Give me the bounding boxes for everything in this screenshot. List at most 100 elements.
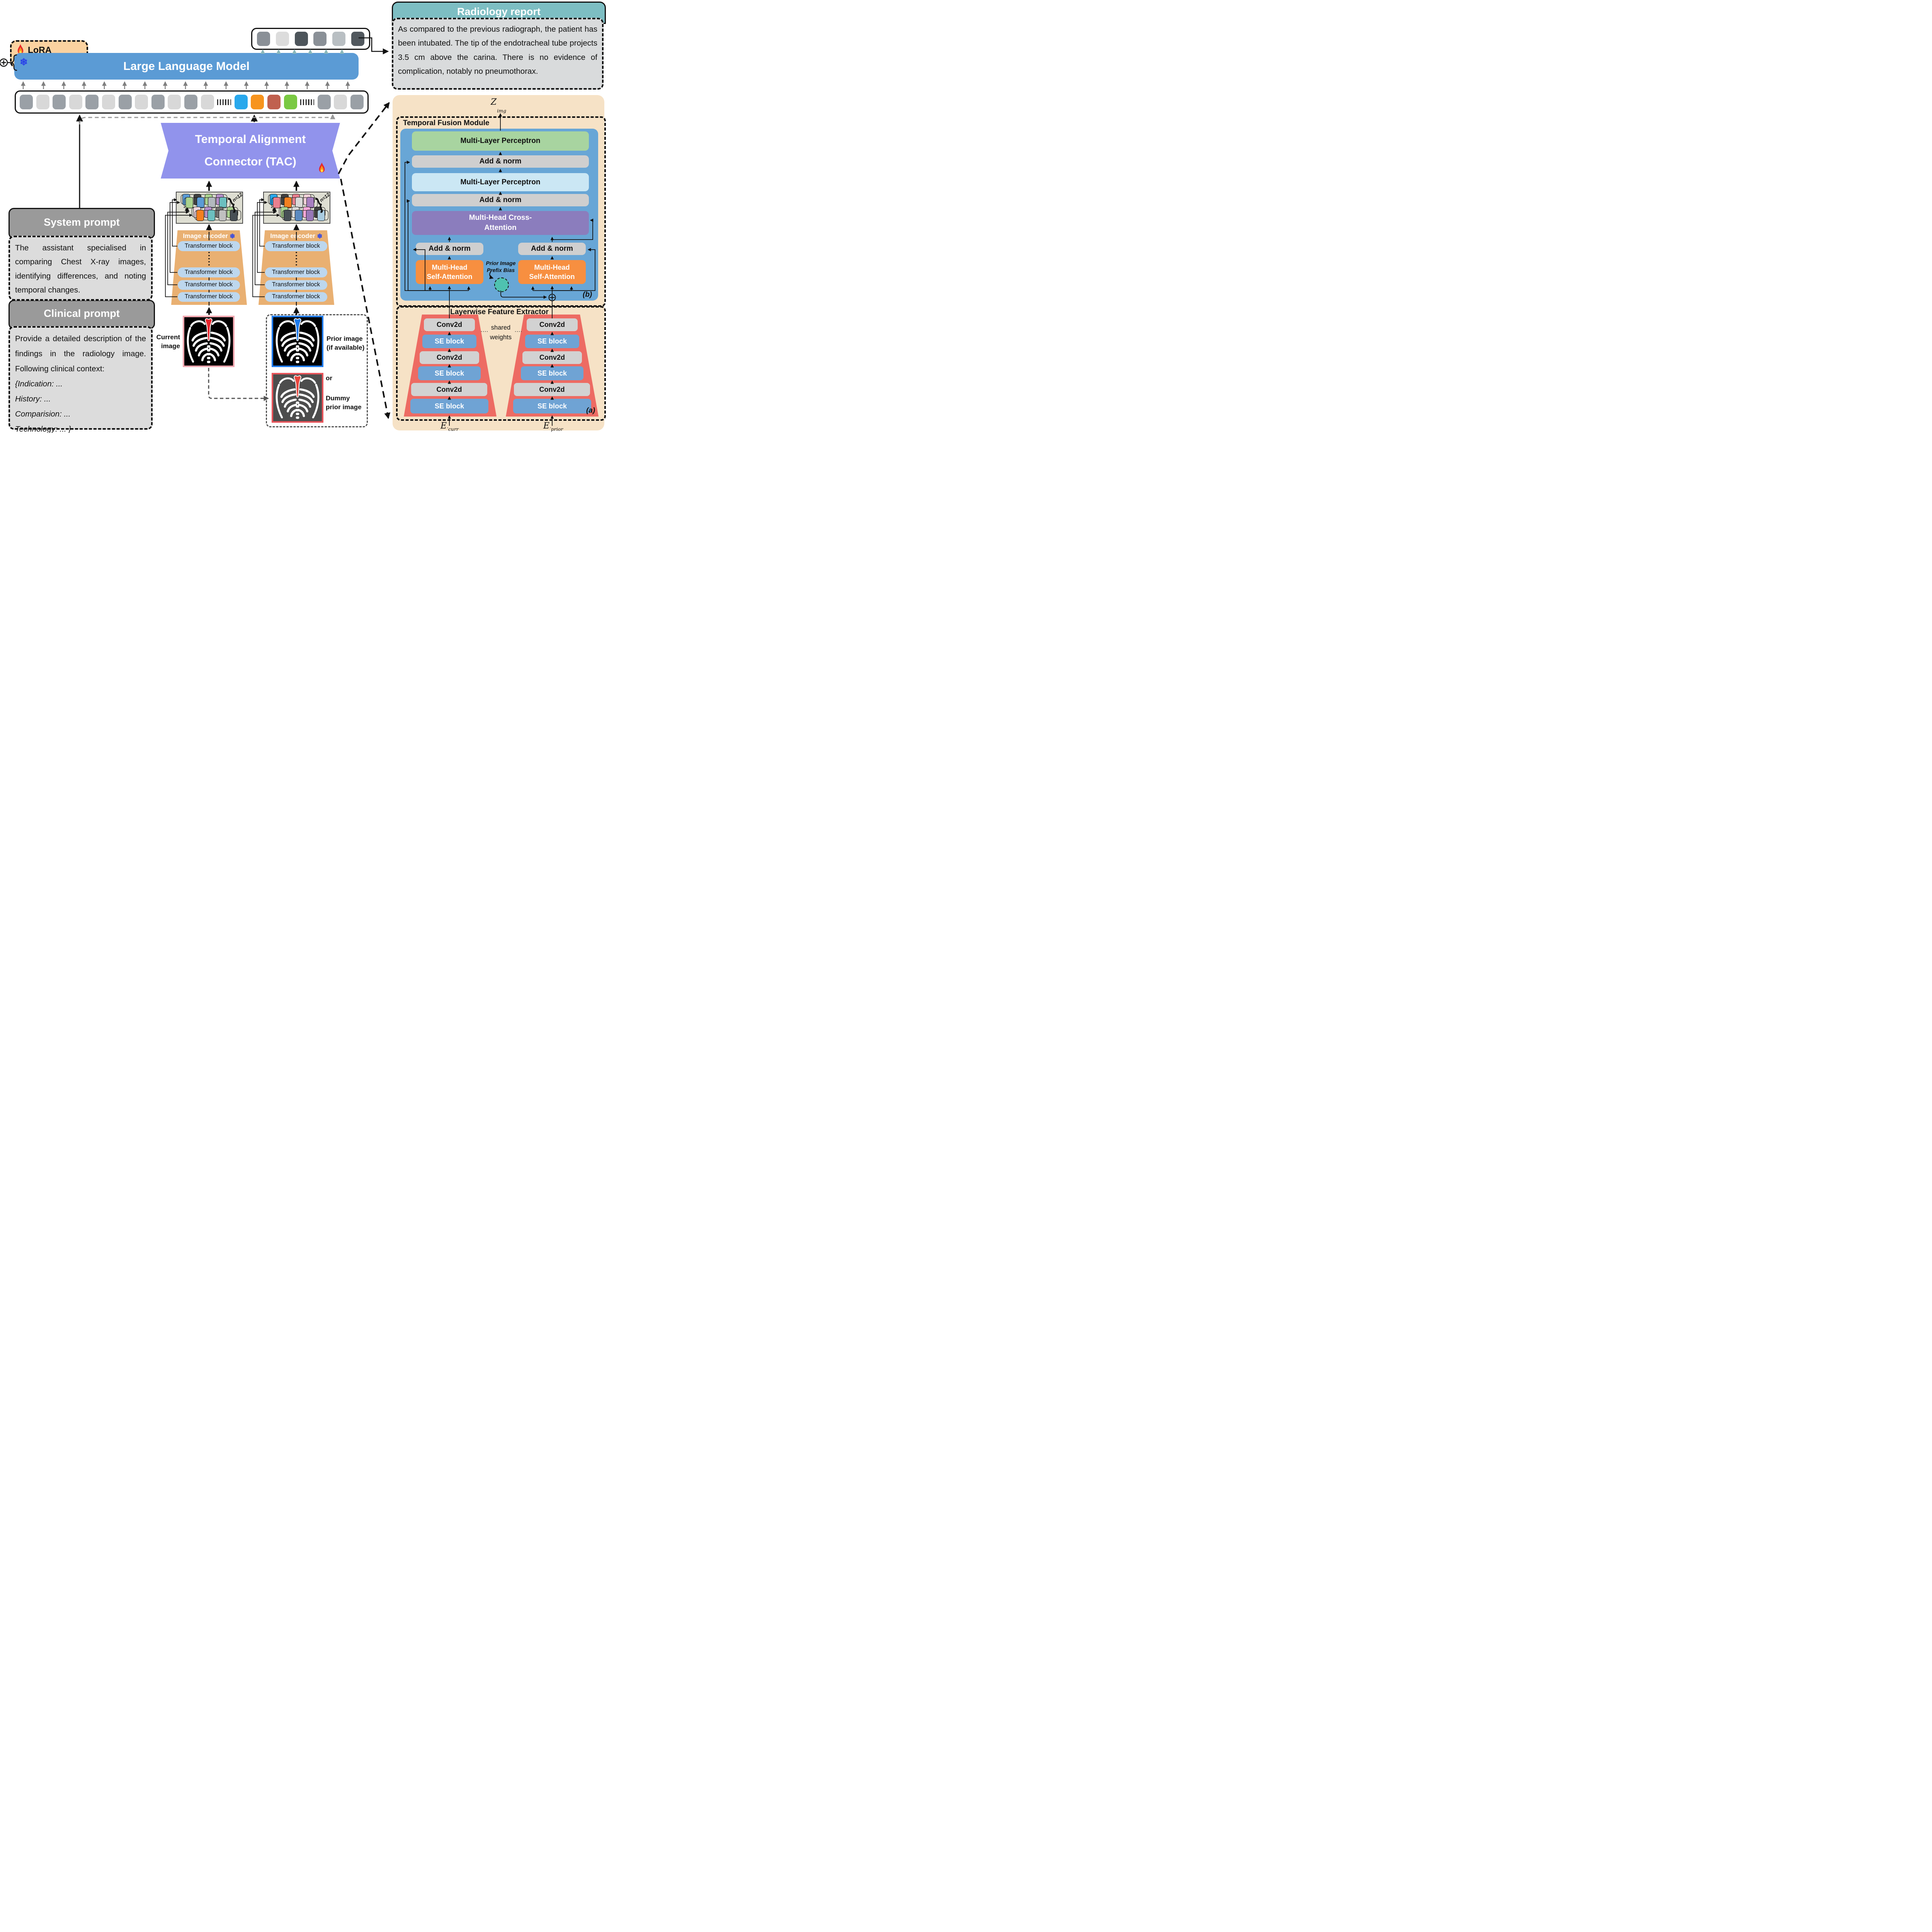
mlp-bar-mid: Multi-Layer Perceptron xyxy=(412,173,589,191)
add-norm-bar: Add & norm xyxy=(412,194,589,206)
token xyxy=(69,95,82,109)
token xyxy=(168,95,181,109)
or-label: or xyxy=(326,374,332,382)
tac-line1: Temporal Alignment xyxy=(195,133,306,146)
snowflake-icon: ❄ xyxy=(20,57,28,68)
token xyxy=(185,197,193,208)
token xyxy=(53,95,66,109)
self-attention-bar-left: Multi-Head Self-Attention xyxy=(416,260,483,284)
encoder-title: Image encoder xyxy=(183,233,228,240)
system-prompt-header: System prompt xyxy=(9,208,155,239)
se-block-bar: SE block xyxy=(418,366,481,380)
token xyxy=(36,95,49,109)
mlp-bar-top: Multi-Layer Perceptron xyxy=(412,131,589,151)
snowflake-icon: ❄ xyxy=(317,233,323,240)
extractor-title: Layerwise Feature Extractor xyxy=(450,308,549,316)
token xyxy=(350,95,364,109)
tac-banner: Temporal Alignment Connector (TAC) xyxy=(161,123,340,179)
se-block-bar: SE block xyxy=(422,335,476,348)
token xyxy=(284,95,297,109)
llm-box: ❄ Large Language Model xyxy=(14,53,359,80)
prefix-bias-chip xyxy=(494,277,509,292)
clinical-prompt-body: Provide a detailed description of the fi… xyxy=(9,326,153,433)
token xyxy=(351,32,364,46)
conv2d-bar: Conv2d xyxy=(424,318,475,331)
stack-row-frame xyxy=(271,197,318,208)
token xyxy=(20,95,33,109)
se-block-bar: SE block xyxy=(521,366,583,380)
conv2d-bar: Conv2d xyxy=(420,351,479,364)
clinical-prompt-intro: Provide a detailed description of the fi… xyxy=(15,334,146,373)
token xyxy=(334,95,347,109)
token xyxy=(230,209,238,221)
z-img-label: Z img xyxy=(491,97,507,114)
clinical-prompt-header: Clinical prompt xyxy=(9,300,155,329)
token xyxy=(207,209,215,221)
dummy-prior-xray-image xyxy=(272,373,323,423)
token xyxy=(295,209,303,221)
token xyxy=(234,95,248,109)
clinical-field: Comparision: ... xyxy=(15,409,71,418)
token xyxy=(219,209,226,221)
token xyxy=(201,95,214,109)
transformer-block: Transformer block xyxy=(177,241,240,251)
stack-row-frame xyxy=(282,209,328,221)
token xyxy=(184,95,197,109)
ellipsis-ticks xyxy=(217,99,231,105)
current-xray-image xyxy=(183,316,235,367)
clinical-field: {Indication: ... xyxy=(15,379,63,388)
output-token-row xyxy=(251,28,370,50)
conv2d-bar: Conv2d xyxy=(411,383,487,396)
e-prior-label: E′priorimg xyxy=(543,421,563,433)
se-block-bar: SE block xyxy=(525,335,579,348)
token xyxy=(102,95,115,109)
tac-line2: Connector (TAC) xyxy=(204,155,296,168)
n-equals-12-label: n=12 xyxy=(231,192,244,203)
report-body: As compared to the previous radiograph, … xyxy=(392,18,604,90)
stack-row-frame xyxy=(195,209,241,221)
transformer-block: Transformer block xyxy=(177,280,240,290)
flame-icon xyxy=(318,162,326,174)
clinical-field: Technology: ... } xyxy=(15,424,71,433)
transformer-block: Transformer block xyxy=(177,267,240,277)
token xyxy=(273,197,281,208)
transformer-block: Transformer block xyxy=(177,292,240,302)
conv2d-bar: Conv2d xyxy=(527,318,578,331)
token xyxy=(317,209,325,221)
architecture-diagram: LoRA ❄ Large Language Model Radiology re… xyxy=(0,0,606,433)
llm-input-arrows xyxy=(21,81,350,89)
report-title: Radiology report xyxy=(457,5,541,17)
token xyxy=(317,95,331,109)
token xyxy=(284,209,291,221)
token xyxy=(294,32,308,46)
llm-title: Large Language Model xyxy=(123,60,250,73)
token xyxy=(257,32,270,46)
fusion-module-title: Temporal Fusion Module xyxy=(403,119,490,127)
se-block-bar: SE block xyxy=(410,399,488,413)
token xyxy=(313,32,327,46)
token xyxy=(276,32,289,46)
dummy-prior-dashed-arrow xyxy=(208,368,269,401)
transformer-block: Transformer block xyxy=(265,292,327,302)
conv2d-bar: Conv2d xyxy=(514,383,590,396)
token xyxy=(196,209,204,221)
conv2d-bar: Conv2d xyxy=(522,351,582,364)
token xyxy=(85,95,99,109)
image-encoder-right: Image encoder ❄ Transformer block Transf… xyxy=(259,230,334,305)
e-curr-label: E′currimg xyxy=(440,421,459,433)
image-encoder-left: Image encoder ❄ Transformer block Transf… xyxy=(171,230,247,305)
token xyxy=(135,95,148,109)
token xyxy=(306,209,314,221)
token xyxy=(267,95,281,109)
transformer-block: Transformer block xyxy=(265,241,327,251)
system-prompt-body: The assistant specialised in comparing C… xyxy=(9,236,153,301)
add-norm-bar-right: Add & norm xyxy=(518,243,586,255)
ellipsis-ticks xyxy=(300,99,315,105)
stack-row-frame xyxy=(184,197,230,208)
input-token-row xyxy=(15,90,369,114)
token xyxy=(251,95,264,109)
add-norm-bar: Add & norm xyxy=(412,155,589,168)
